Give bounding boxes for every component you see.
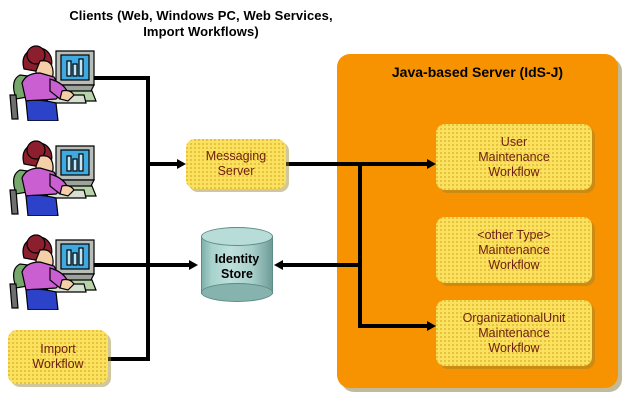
client-workstation-2[interactable]	[6, 128, 98, 217]
connector-to-user-workflow	[358, 162, 428, 166]
person-at-computer-icon	[9, 140, 97, 217]
connector-server-vertical-bus	[358, 162, 362, 328]
connector-messaging-to-server	[286, 162, 362, 166]
arrowhead-identity-store-left	[189, 260, 198, 270]
connector-client-vertical-bus	[146, 76, 150, 361]
connector-client3-horizontal	[88, 263, 150, 267]
connector-import-workflow-horizontal	[72, 357, 150, 361]
person-at-computer-icon	[9, 234, 97, 311]
arrowhead-user-workflow	[427, 159, 436, 169]
person-at-computer-icon	[9, 45, 97, 122]
connector-client1-horizontal	[88, 76, 150, 80]
arrowhead-messaging-server	[177, 159, 186, 169]
clients-label: Clients (Web, Windows PC, Web Services, …	[69, 8, 333, 39]
client-workstation-3[interactable]	[6, 222, 98, 311]
client-workstation-1[interactable]	[6, 33, 98, 122]
connector-to-messaging-server	[146, 162, 178, 166]
cylinder-top-ellipse	[201, 227, 273, 246]
connector-server-to-identity-store	[283, 263, 362, 267]
arrowhead-identity-store-right	[274, 260, 283, 270]
connector-to-ou-workflow	[358, 324, 428, 328]
connector-to-identity-store	[146, 263, 190, 267]
server-panel-title: Java-based Server (IdS-J)	[391, 64, 564, 80]
cylinder-bottom-ellipse	[201, 283, 273, 302]
arrowhead-ou-workflow	[427, 321, 436, 331]
